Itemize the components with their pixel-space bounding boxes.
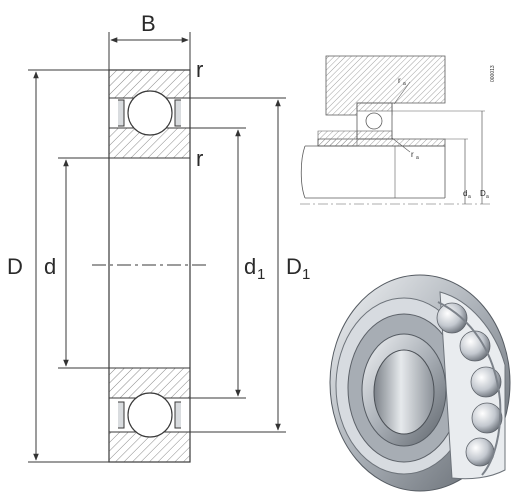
- abutment-inner-subscript: a: [468, 194, 471, 200]
- seal-top-right: [174, 99, 181, 127]
- detail-radius-top-subscript: a: [403, 81, 406, 87]
- detail-radius-bottom-label: r: [411, 150, 414, 159]
- detail-ball: [365, 112, 383, 130]
- radius-leader-bottom: [391, 137, 411, 153]
- inner-shoulder-subscript: 1: [257, 266, 265, 283]
- detail-outer-ring: [356, 102, 393, 112]
- outer-shoulder-label: D: [286, 254, 302, 279]
- seal-bottom-left: [118, 401, 125, 429]
- ball-bottom: [127, 392, 173, 438]
- abutment-outer-label: D: [480, 189, 486, 198]
- mounting-detail-drawing: [300, 55, 490, 205]
- seal-bottom-right: [174, 401, 181, 429]
- bore-diameter-label: d: [44, 254, 56, 279]
- abutment-inner-label: d: [463, 189, 467, 198]
- outer-diameter-label: D: [7, 254, 23, 279]
- seal-top-left: [118, 99, 125, 127]
- main-section-drawing: [28, 32, 286, 463]
- detail-inner-ring: [356, 130, 393, 140]
- shaft-body: [300, 145, 306, 199]
- render-ball-4: [471, 402, 503, 434]
- detail-radius-top-label: r: [398, 76, 401, 85]
- radius-label-bottom: r: [196, 146, 203, 171]
- width-label: B: [141, 11, 156, 36]
- abutment-outer-subscript: a: [486, 194, 489, 200]
- render-ball-2: [459, 330, 491, 362]
- ball-top: [127, 90, 173, 136]
- radius-label-top: r: [196, 57, 203, 82]
- render-cage: [437, 301, 502, 476]
- render-bore: [373, 349, 435, 435]
- render-ball-1: [436, 302, 468, 334]
- drawing-code: 000013: [490, 65, 496, 82]
- render-ball-3: [470, 366, 502, 398]
- radius-leader-top: [393, 81, 411, 105]
- outer-shoulder-subscript: 1: [302, 266, 310, 283]
- bearing-3d-render: [329, 274, 511, 492]
- inner-shoulder-label: d: [244, 254, 256, 279]
- detail-radius-bottom-subscript: a: [416, 155, 419, 161]
- shaft-step: [317, 130, 358, 147]
- outer-ring-bottom: [108, 431, 191, 463]
